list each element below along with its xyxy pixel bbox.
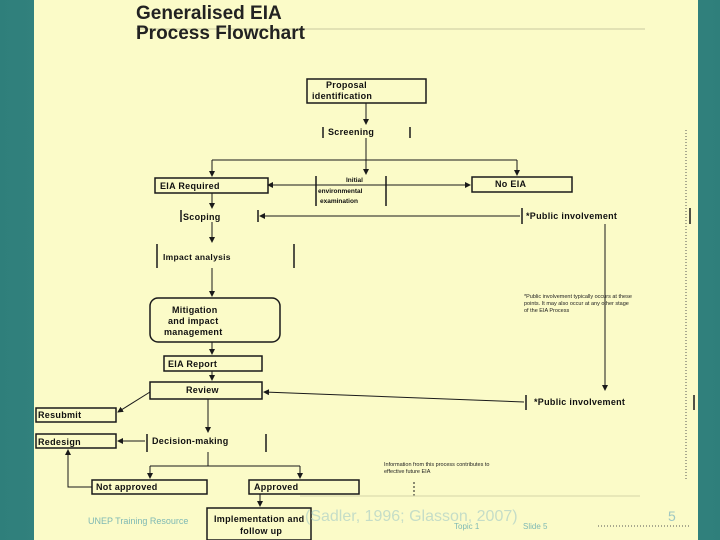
decision-brackets [146, 434, 267, 452]
screening-brackets [322, 127, 411, 138]
initial-exam-label-line2: environmental [318, 188, 363, 195]
eia-required-label: EIA Required [160, 181, 220, 191]
proposal-label-line2: identification [312, 91, 373, 101]
impact-analysis-label: Impact analysis [163, 252, 231, 262]
eia-report-box-frame [163, 355, 263, 372]
no-eia-label: No EIA [495, 179, 527, 189]
public-involvement-1-label: *Public involvement [526, 211, 618, 221]
scoping-label: Scoping [183, 212, 221, 222]
public-involvement-2-brackets [525, 395, 695, 410]
arrow-review-to-resubmit [117, 391, 151, 413]
implementation-label-line1: Implementation and [214, 514, 305, 524]
approved-box-frame [248, 479, 360, 495]
screening-label: Screening [328, 127, 375, 137]
flowchart-title-line2: Process Flowchart [136, 23, 305, 44]
footer-slide: Slide 5 [523, 522, 548, 531]
resubmit-box-frame [35, 407, 117, 423]
review-box-frame [149, 381, 263, 400]
mitigation-label-line2: and impact [168, 316, 219, 326]
redesign-box-frame [35, 433, 117, 449]
no-eia-box-frame [471, 176, 573, 193]
resubmit-label: Resubmit [38, 410, 82, 420]
initial-exam-label-line3: examination [320, 198, 358, 205]
public-involvement-note: *Public involvement typically occurs at … [524, 294, 632, 314]
public-involvement-1-brackets [521, 208, 691, 224]
mitigation-box-frame [149, 297, 281, 343]
not-approved-label: Not approved [96, 482, 158, 492]
scoping-brackets [180, 210, 259, 222]
approved-label: Approved [254, 482, 299, 492]
arrow-not-approved-to-redesign [65, 449, 92, 488]
information-note: Information from this process contribute… [384, 462, 490, 475]
flowchart-title-line1: Generalised EIA [136, 3, 282, 24]
decision-making-label: Decision-making [152, 436, 229, 446]
initial-exam-label-line1: Initial [346, 177, 363, 184]
impact-analysis-brackets [156, 244, 295, 268]
footer-source: UNEP Training Resource [88, 516, 189, 526]
footer-citation: (Sadler, 1996; Glasson, 2007) [305, 508, 518, 525]
public-involvement-2-label: *Public involvement [534, 397, 626, 407]
eia-report-label: EIA Report [168, 359, 218, 369]
implementation-label-line2: follow up [240, 526, 283, 536]
flowchart-paper [34, 0, 698, 540]
review-label: Review [186, 385, 219, 395]
mitigation-label-line3: management [164, 327, 223, 337]
initial-exam-brackets [315, 176, 387, 206]
arrow-public-to-review [263, 389, 525, 403]
proposal-label-line1: Proposal [326, 80, 367, 90]
footer-topic: Topic 1 [454, 522, 480, 531]
implementation-box-frame [206, 507, 312, 540]
page-number: 5 [668, 508, 676, 524]
redesign-label: Redesign [38, 437, 81, 447]
mitigation-label-line1: Mitigation [172, 305, 218, 315]
